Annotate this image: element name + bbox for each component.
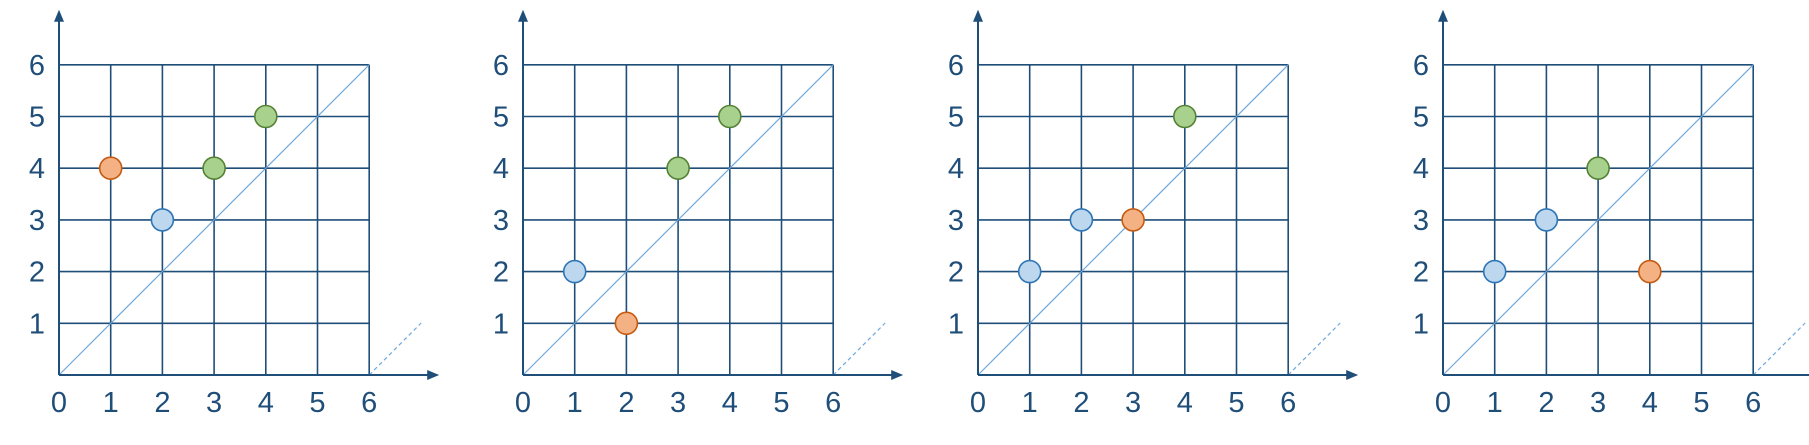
x-tick-label: 1 <box>1487 387 1503 419</box>
chart-panel-3: 0 1 2 3 4 5 6 1 2 3 4 5 6 <box>948 9 1359 419</box>
y-tick-label: 2 <box>29 257 45 289</box>
y-tick-label: 4 <box>948 153 964 185</box>
y-tick-label: 4 <box>493 153 509 185</box>
diagonal-line <box>522 64 834 376</box>
y-tick-label: 6 <box>493 50 509 82</box>
y-tick-label: 2 <box>493 257 509 289</box>
diagonal-dashed-line <box>1752 322 1806 376</box>
x-axis-arrow <box>891 370 904 380</box>
y-axis-arrow <box>973 9 983 22</box>
x-tick-label: 2 <box>1538 387 1554 419</box>
data-point-blue <box>1069 208 1094 232</box>
x-tick-label: 4 <box>1642 387 1658 419</box>
data-point-orange <box>1121 208 1145 232</box>
data-point-blue <box>1017 259 1042 284</box>
data-point-blue <box>1482 259 1507 284</box>
y-tick-label: 6 <box>1413 50 1429 82</box>
data-point-green <box>253 104 278 129</box>
y-tick-label: 2 <box>1413 257 1429 289</box>
data-point-blue <box>562 259 587 284</box>
data-point-green <box>666 156 690 180</box>
x-tick-label: 4 <box>1177 387 1193 419</box>
diagonal-line <box>1442 64 1754 376</box>
y-tick-label: 1 <box>493 308 509 340</box>
x-tick-label: 3 <box>206 387 222 419</box>
x-tick-label: 4 <box>258 387 274 419</box>
x-tick-label: 6 <box>1280 387 1296 419</box>
diagonal-dashed-line <box>832 322 886 376</box>
x-tick-label: 0 <box>51 387 67 419</box>
data-point-orange <box>98 156 123 180</box>
data-point-green <box>717 104 742 129</box>
y-tick-label: 4 <box>1413 153 1429 185</box>
x-tick-label: 6 <box>825 387 841 419</box>
chart-panel-2: 0 1 2 3 4 5 6 1 2 3 4 5 6 <box>493 9 904 419</box>
y-tick-label: 3 <box>493 205 509 237</box>
y-tick-label: 6 <box>948 50 964 82</box>
data-point-green <box>202 156 226 180</box>
data-point-green <box>1173 104 1197 129</box>
x-tick-label: 2 <box>154 387 170 419</box>
y-tick-label: 1 <box>948 308 964 340</box>
diagonal-dashed-line <box>1287 322 1341 376</box>
x-tick-label: 5 <box>1693 387 1709 419</box>
x-tick-label: 1 <box>567 387 583 419</box>
x-tick-label: 3 <box>1590 387 1606 419</box>
x-tick-label: 6 <box>1745 387 1761 419</box>
data-point-blue <box>150 208 175 232</box>
y-tick-label: 4 <box>29 153 45 185</box>
x-tick-label: 6 <box>361 387 377 419</box>
x-tick-label: 0 <box>1435 387 1451 419</box>
y-tick-label: 6 <box>29 50 45 82</box>
y-tick-label: 5 <box>1413 102 1429 134</box>
y-axis-arrow <box>518 9 528 22</box>
chart-panel-1: 0 1 2 3 4 5 6 1 2 3 4 5 6 <box>29 9 440 419</box>
y-tick-label: 1 <box>1413 308 1429 340</box>
x-tick-label: 2 <box>618 387 634 419</box>
data-point-orange <box>614 311 639 336</box>
x-tick-label: 5 <box>309 387 325 419</box>
x-axis-arrow <box>1346 370 1359 380</box>
x-tick-label: 2 <box>1073 387 1089 419</box>
x-tick-label: 3 <box>1125 387 1141 419</box>
y-axis-arrow <box>54 9 64 22</box>
y-tick-label: 3 <box>29 205 45 237</box>
y-tick-label: 3 <box>948 205 964 237</box>
x-tick-label: 5 <box>773 387 789 419</box>
chart-panel-4: 0 1 2 3 4 5 6 1 2 3 4 5 6 <box>1413 9 1809 419</box>
data-point-green <box>1586 156 1610 180</box>
data-point-orange <box>1638 259 1662 284</box>
x-tick-label: 0 <box>515 387 531 419</box>
y-axis-arrow <box>1438 9 1448 22</box>
y-tick-label: 5 <box>29 102 45 134</box>
y-tick-label: 3 <box>1413 205 1429 237</box>
y-tick-label: 1 <box>29 308 45 340</box>
x-axis-arrow <box>427 370 440 380</box>
y-tick-label: 5 <box>948 102 964 134</box>
diagonal-line <box>58 64 370 376</box>
x-tick-label: 4 <box>722 387 738 419</box>
diagonal-dashed-line <box>368 322 422 376</box>
x-tick-label: 1 <box>103 387 119 419</box>
y-tick-label: 2 <box>948 257 964 289</box>
x-tick-label: 3 <box>670 387 686 419</box>
y-tick-label: 5 <box>493 102 509 134</box>
x-tick-label: 0 <box>970 387 986 419</box>
x-tick-label: 5 <box>1228 387 1244 419</box>
data-point-blue <box>1534 208 1559 232</box>
x-tick-label: 1 <box>1022 387 1038 419</box>
